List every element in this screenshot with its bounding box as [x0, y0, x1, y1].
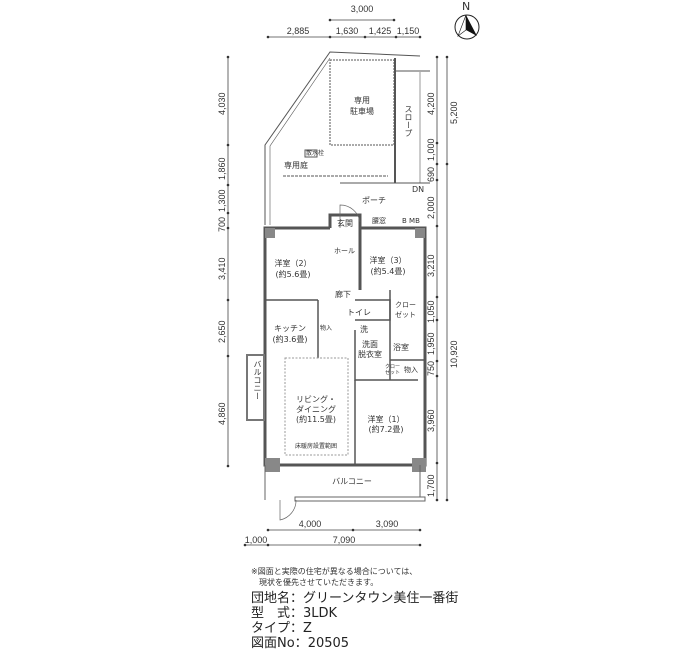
mb-label: B MB: [402, 217, 420, 225]
type-row: 型 式：3LDK: [251, 606, 337, 621]
parking-label: 専用: [354, 96, 370, 105]
closet1-label: ゼット: [395, 311, 416, 319]
washer-label: 洗: [360, 325, 368, 334]
living-label: リビング・: [296, 395, 336, 404]
dim-right: 690: [426, 166, 436, 182]
kind-label: タイプ：: [251, 621, 304, 636]
dim-top: 1,630: [335, 26, 359, 36]
storage2-label: 物入: [404, 366, 418, 374]
toilet-label: トイレ: [347, 308, 371, 317]
drawing-row: 図面No：20505: [251, 636, 349, 650]
dim-right: 3,960: [426, 409, 436, 432]
type-label: 型 式：: [251, 606, 304, 621]
hall-label: ホール: [334, 247, 355, 255]
slope-label: スロープ: [404, 105, 413, 137]
dim-bottom-total: 7,090: [332, 535, 356, 545]
dim-left: 1,300: [217, 189, 227, 212]
type-value: 3LDK: [303, 606, 338, 621]
dim-left: 2,650: [217, 320, 227, 343]
room3-label: 洋室（3）: [369, 256, 407, 265]
north-arrow-icon: [454, 14, 480, 40]
estate-row: 団地名：グリーンタウン美住一番街: [251, 591, 458, 606]
parking-label: 駐車場: [350, 107, 374, 116]
dim-bottom: 4,000: [298, 519, 322, 529]
balcony-label: バルコニー: [332, 477, 372, 486]
drawing-label: 図面No：: [251, 636, 308, 650]
note-line: ※図面と実際の住宅が異なる場合については、: [251, 567, 418, 576]
dn-label: DN: [412, 185, 425, 194]
dim-right: 1,050: [426, 300, 436, 323]
garden-label: 専用庭: [284, 161, 308, 170]
room3-size: (約5.4畳): [370, 267, 406, 276]
dim-left: 4,860: [217, 402, 227, 425]
kind-value: Z: [303, 621, 312, 636]
dim-right: 4,200: [426, 92, 436, 115]
living-label: ダイニング: [296, 405, 336, 414]
dim-right-total: 5,200: [449, 101, 459, 124]
window-label: 腰窓: [372, 217, 386, 225]
dim-left: 1,860: [217, 157, 227, 180]
dim-top-total: 3,000: [350, 4, 374, 14]
dim-right: 1,950: [426, 332, 436, 355]
side-balcony-label: バルコニー: [253, 360, 262, 400]
dim-left: 3,410: [217, 257, 227, 280]
compass-label: N: [462, 0, 471, 13]
corridor-label: 廊下: [335, 290, 351, 299]
kind-row: タイプ：Z: [251, 621, 312, 636]
disclaimer-note: ※図面と実際の住宅が異なる場合については、 現状を優先させていただきます。: [251, 566, 417, 588]
estate-label: 団地名：: [251, 591, 304, 606]
dim-right: 2,000: [426, 196, 436, 219]
sprinkler-label: 散水栓: [306, 150, 325, 157]
dim-right: 750: [426, 360, 436, 376]
dim-top: 1,425: [368, 26, 392, 36]
dim-right: 1,700: [426, 474, 436, 497]
dim-bottom: 3,090: [375, 519, 399, 529]
kitchen-label: キッチン: [274, 324, 306, 333]
dim-bottom: 1,000: [244, 535, 268, 545]
room1-size: (約7.2畳): [368, 425, 404, 434]
living-size: (約11.5畳): [295, 415, 337, 424]
washroom-label: 脱衣室: [358, 350, 382, 359]
room2-size: (約5.6畳): [275, 270, 311, 279]
drawing-number: 20505: [307, 636, 350, 650]
room2-label: 洋室（2）: [274, 259, 312, 268]
storage-label: 物入: [320, 325, 333, 332]
floor-heating-label: 床暖房設置範囲: [294, 443, 338, 450]
dim-right: 3,210: [426, 254, 436, 277]
kitchen-size: (約3.6畳): [272, 335, 308, 344]
porch-label: ポーチ: [362, 196, 386, 205]
bath-label: 浴室: [393, 343, 409, 352]
note-line: 現状を優先させていただきます。: [259, 578, 379, 587]
entrance-label: 玄関: [337, 219, 353, 228]
dim-top: 2,885: [286, 26, 310, 36]
dim-left: 4,030: [217, 92, 227, 115]
estate-name: グリーンタウン美住一番街: [303, 591, 459, 606]
washroom-label: 洗面: [362, 340, 378, 349]
closet1-label: クロー: [395, 301, 416, 309]
dim-left: 700: [217, 216, 227, 232]
closet2-label: クロー: [385, 364, 401, 370]
dim-right-total: 10,920: [449, 340, 459, 368]
closet2-label: ゼット: [385, 370, 401, 376]
dim-right: 1,000: [426, 138, 436, 161]
room1-label: 洋室（1）: [367, 415, 405, 424]
dim-top: 1,150: [396, 26, 420, 36]
